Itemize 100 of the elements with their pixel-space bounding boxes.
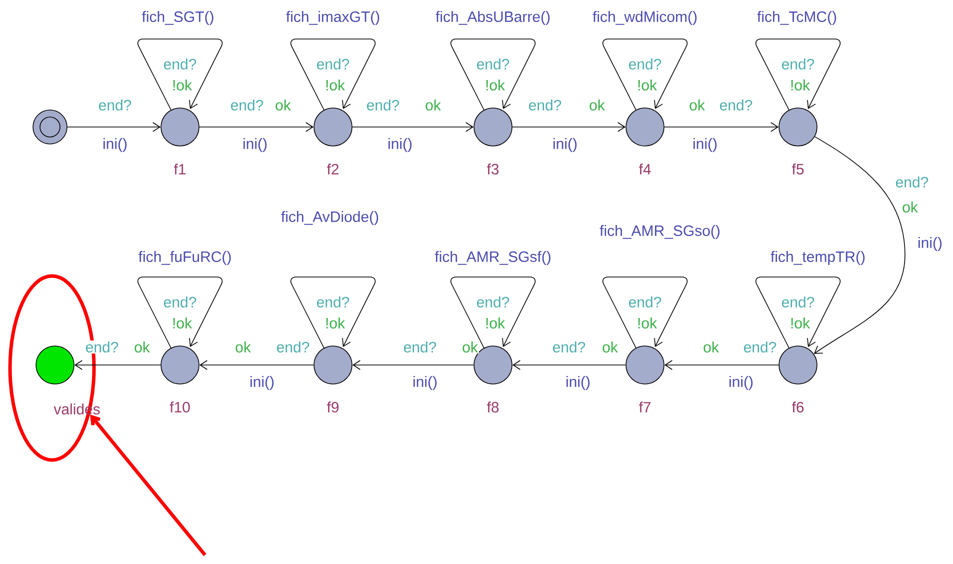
edge-label: fich_wdMicom() <box>592 10 698 26</box>
state-circle <box>36 346 74 384</box>
edge-label: !ok <box>484 316 506 330</box>
edge-label: end? <box>475 57 511 70</box>
edge-label: end? <box>551 340 587 354</box>
edge-label: end? <box>475 296 511 308</box>
edge-label: fich_fuFuRC() <box>137 250 233 266</box>
edge-label: ok <box>461 340 479 354</box>
edge-label: fich_AMR_SGsf() <box>434 250 552 266</box>
self-loop-arrow <box>755 276 841 348</box>
edge-label: !ok <box>484 78 506 92</box>
edge-label: fich_AMR_SGso() <box>598 224 722 240</box>
edge-label: ini() <box>564 375 592 391</box>
transition-arrow <box>199 122 314 132</box>
state-circle <box>626 346 664 384</box>
edge-label: ok <box>688 98 706 112</box>
edge-label: fich_tempTR() <box>770 250 866 266</box>
edge-label: !ok <box>324 316 346 330</box>
edge-label: end? <box>162 57 198 70</box>
self-loop-arrow <box>137 276 223 348</box>
edge-label: fich_TcMC() <box>756 10 838 26</box>
self-loop-arrow <box>290 276 376 348</box>
state-name: f1 <box>174 164 186 174</box>
state-name: f6 <box>792 402 804 412</box>
edge-label: ini() <box>412 375 438 391</box>
transition-arrow <box>512 122 626 132</box>
edge-label: !ok <box>789 78 811 92</box>
state-circle <box>160 108 200 146</box>
edge-label: end? <box>527 98 563 112</box>
edge-label: ini() <box>552 137 578 153</box>
edge-label: ok <box>588 98 606 112</box>
state-name: f8 <box>486 402 499 412</box>
state-circle <box>314 346 352 384</box>
edge-label: !ok <box>324 78 346 92</box>
state-name: f4 <box>638 164 651 174</box>
state-circle <box>778 108 818 146</box>
self-loop-arrow <box>137 38 223 110</box>
edge-label: end? <box>162 296 198 308</box>
edge-label: end? <box>365 98 401 112</box>
transition-arrow <box>664 122 779 132</box>
edge-label: !ok <box>636 78 658 92</box>
edge-label: end? <box>315 57 351 70</box>
transition-arrow <box>512 360 626 370</box>
edge-label: ini() <box>242 137 268 153</box>
state-circle <box>160 346 200 384</box>
transition-arrow <box>814 136 906 354</box>
edge-label: end? <box>275 340 311 354</box>
edge-label: end? <box>718 98 754 112</box>
edge-label: ok <box>901 200 919 214</box>
edge-label: !ok <box>789 316 811 330</box>
state-name: f5 <box>792 164 804 174</box>
edge-label: ini() <box>386 137 414 153</box>
edge-label: end? <box>894 176 930 188</box>
edge-label: end? <box>229 98 265 112</box>
self-loop-arrow <box>602 276 688 348</box>
edge-label: end? <box>315 296 351 308</box>
edge-label: end? <box>780 57 816 70</box>
self-loop-arrow <box>450 38 536 110</box>
self-loop-arrow <box>290 38 376 110</box>
edge-label: end? <box>97 98 133 112</box>
transition-arrow <box>74 360 162 370</box>
edge-label: end? <box>84 340 120 354</box>
edge-label: ini() <box>728 375 754 391</box>
edge-label: ok <box>133 340 151 354</box>
edge-label: fich_SGT() <box>140 10 216 26</box>
self-loop-arrow <box>450 276 536 348</box>
initial-state-circle <box>32 110 68 144</box>
edge-label: end? <box>402 340 438 354</box>
transition-arrow <box>67 122 161 132</box>
edge-label: ini() <box>102 137 128 153</box>
edge-label: end? <box>742 340 778 354</box>
transition-arrow <box>352 360 474 370</box>
edge-label: fich_AvDiode() <box>280 210 380 226</box>
edge-label: end? <box>627 296 663 308</box>
edge-label: ok <box>234 340 252 354</box>
state-name: f10 <box>170 402 190 412</box>
edge-label: ini() <box>692 137 718 153</box>
state-name: f7 <box>638 402 650 412</box>
edge-label: fich_AbsUBarre() <box>434 10 552 26</box>
edge-label: ok <box>274 98 292 112</box>
state-circle <box>778 346 818 384</box>
edge-label: ini() <box>248 375 276 391</box>
edge-label: !ok <box>171 78 193 92</box>
state-name: f9 <box>326 402 339 412</box>
state-circle <box>314 108 352 146</box>
edge-label: ok <box>424 98 442 112</box>
transition-arrow <box>352 122 474 132</box>
transition-arrow <box>664 360 779 370</box>
state-name: f3 <box>486 164 499 174</box>
edge-label: ok <box>601 340 619 354</box>
state-circle <box>626 108 664 146</box>
edge-label: !ok <box>636 316 658 330</box>
self-loop-arrow <box>602 38 688 110</box>
transition-arrow <box>199 360 314 370</box>
state-circle <box>474 108 512 146</box>
edge-label: end? <box>780 296 816 308</box>
edge-label: !ok <box>171 316 193 330</box>
edge-label: ok <box>702 340 720 354</box>
edge-label: ini() <box>916 236 944 252</box>
edge-label: fich_imaxGT() <box>284 10 382 26</box>
